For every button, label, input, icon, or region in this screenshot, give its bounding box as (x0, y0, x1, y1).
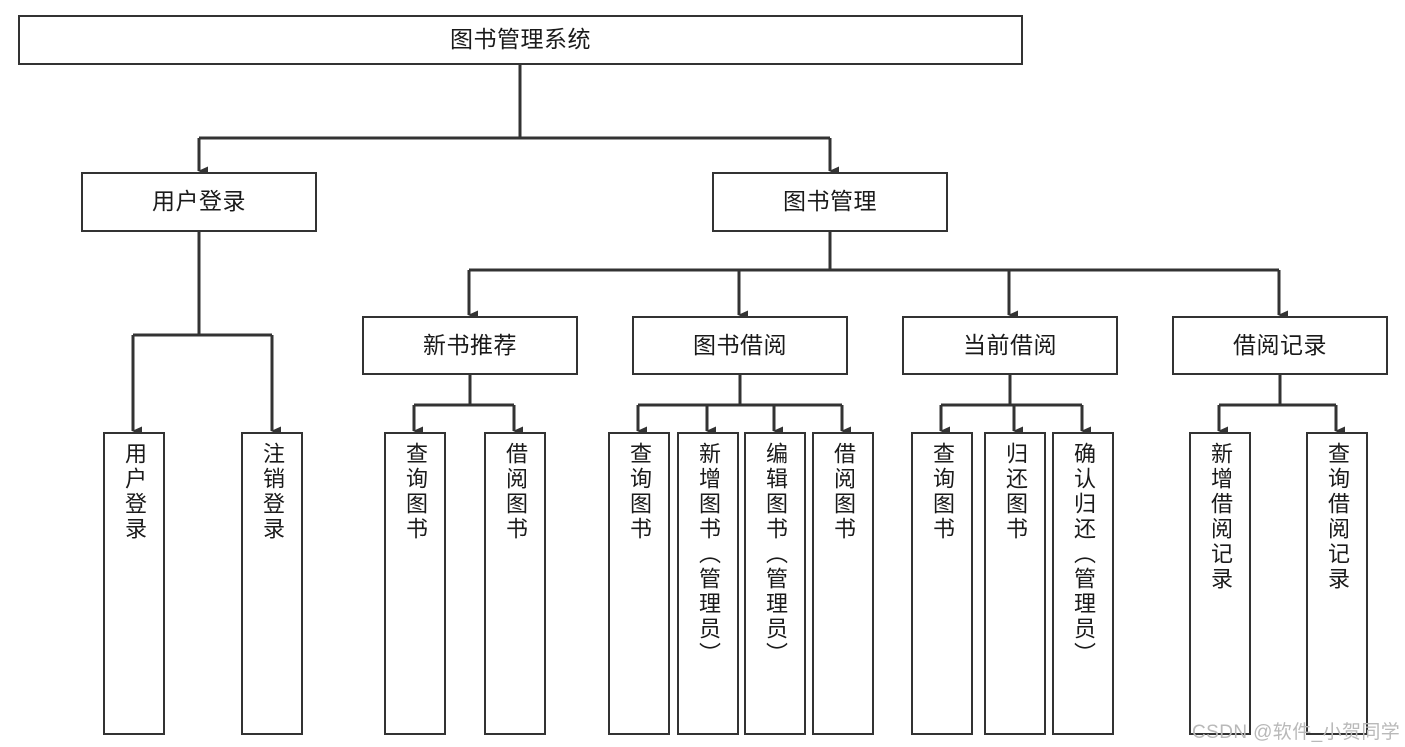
node-label: 当前借阅 (963, 331, 1057, 358)
node-label: 新书推荐 (423, 331, 517, 358)
node-label: 用户登录 (152, 188, 246, 215)
node-root[interactable]: 图书管理系统 (18, 15, 1023, 65)
node-leaf-login-1[interactable]: 用户登录 (103, 432, 165, 735)
node-label: 借阅图书 (831, 442, 856, 542)
node-login[interactable]: 用户登录 (81, 172, 317, 232)
node-leaf-bor-2[interactable]: 新增图书（管理员） (677, 432, 739, 735)
node-leaf-bor-1[interactable]: 查询图书 (608, 432, 670, 735)
node-label: 注销登录 (260, 442, 285, 542)
node-leaf-new-1[interactable]: 查询图书 (384, 432, 446, 735)
node-label: 查询图书 (403, 442, 428, 542)
node-leaf-cur-3[interactable]: 确认归还（管理员） (1052, 432, 1114, 735)
connector-lines (131, 65, 1345, 436)
node-leaf-bor-3[interactable]: 编辑图书（管理员） (744, 432, 806, 735)
node-records[interactable]: 借阅记录 (1172, 316, 1388, 375)
node-leaf-login-2[interactable]: 注销登录 (241, 432, 303, 735)
node-label: 借阅图书 (503, 442, 528, 542)
node-label: 借阅记录 (1233, 331, 1327, 358)
node-leaf-rec-2[interactable]: 查询借阅记录 (1306, 432, 1368, 735)
watermark: CSDN @软件_小贺同学 (1192, 722, 1401, 743)
node-label: 查询借阅记录 (1325, 442, 1350, 592)
node-label: 图书管理系统 (450, 26, 591, 53)
node-label: 编辑图书（管理员） (763, 442, 788, 667)
node-current[interactable]: 当前借阅 (902, 316, 1118, 375)
node-newbook[interactable]: 新书推荐 (362, 316, 578, 375)
node-leaf-cur-1[interactable]: 查询图书 (911, 432, 973, 735)
node-leaf-cur-2[interactable]: 归还图书 (984, 432, 1046, 735)
node-leaf-bor-4[interactable]: 借阅图书 (812, 432, 874, 735)
node-label: 查询图书 (930, 442, 955, 542)
node-label: 查询图书 (627, 442, 652, 542)
node-borrow[interactable]: 图书借阅 (632, 316, 848, 375)
node-label: 归还图书 (1003, 442, 1028, 542)
node-leaf-rec-1[interactable]: 新增借阅记录 (1189, 432, 1251, 735)
node-label: 图书借阅 (693, 331, 787, 358)
node-label: 新增图书（管理员） (696, 442, 721, 667)
node-label: 用户登录 (122, 442, 147, 542)
node-label: 确认归还（管理员） (1071, 442, 1096, 667)
node-label: 新增借阅记录 (1208, 442, 1233, 592)
node-label: 图书管理 (783, 188, 877, 215)
node-leaf-new-2[interactable]: 借阅图书 (484, 432, 546, 735)
node-bookmgmt[interactable]: 图书管理 (712, 172, 948, 232)
